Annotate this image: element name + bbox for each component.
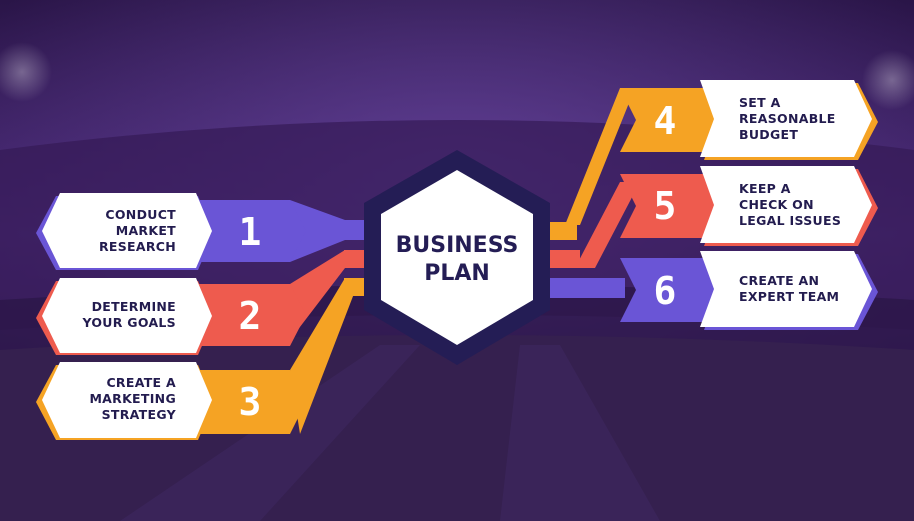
connector-1	[290, 200, 345, 262]
step-4-card	[700, 80, 872, 157]
step-5-label-line: CHECK ON	[739, 197, 814, 212]
step-6-number: 6	[653, 269, 677, 313]
step-3-label-line: MARKETING	[89, 391, 176, 406]
step-1-card	[42, 193, 212, 268]
step-5-number: 5	[653, 184, 677, 228]
step-4-tab	[620, 88, 720, 152]
center-title-line-2: PLAN	[424, 261, 490, 286]
center-title: BUSINESS PLAN	[382, 232, 532, 288]
connector-3	[290, 278, 360, 434]
step-1-label-line: MARKET	[115, 223, 176, 238]
step-4-label-line: REASONABLE	[739, 111, 836, 126]
step-5-tab	[620, 174, 720, 238]
step-1-number: 1	[238, 210, 262, 254]
step-1-label-line: CONDUCT	[105, 207, 176, 222]
step-2-label: DETERMINE YOUR GOALS	[56, 299, 176, 331]
step-6-label-line: EXPERT TEAM	[739, 289, 840, 304]
step-3-number: 3	[238, 380, 262, 424]
step-3-card	[42, 362, 212, 438]
step-2-tab	[195, 284, 306, 346]
step-4-label: SET A REASONABLE BUDGET	[739, 95, 859, 143]
step-4-label-line: BUDGET	[739, 127, 799, 142]
step-3-label: CREATE A MARKETING STRATEGY	[60, 375, 176, 423]
step-5-label-line: KEEP A	[739, 181, 791, 196]
center-hexagon-inner	[381, 170, 533, 345]
step-3-tab	[195, 370, 306, 434]
connector-5	[575, 182, 640, 268]
step-2-label-line: DETERMINE	[91, 299, 176, 314]
step-4-number: 4	[653, 99, 677, 143]
step-6-label: CREATE AN EXPERT TEAM	[739, 273, 859, 305]
step-3-label-line: STRATEGY	[101, 407, 176, 422]
step-6-card	[700, 251, 872, 327]
step-5-card	[700, 166, 872, 243]
connector-4	[565, 88, 635, 225]
step-6-tab	[620, 258, 720, 322]
step-2-number: 2	[238, 294, 262, 338]
step-5-label: KEEP A CHECK ON LEGAL ISSUES	[739, 181, 859, 229]
step-6-label-line: CREATE AN	[739, 273, 820, 288]
center-title-line-1: BUSINESS	[395, 233, 519, 258]
step-2-card	[42, 278, 212, 353]
step-4-label-line: SET A	[739, 95, 781, 110]
step-1-tab	[195, 200, 306, 262]
step-2-label-line: YOUR GOALS	[82, 315, 176, 330]
step-5-label-line: LEGAL ISSUES	[739, 213, 842, 228]
step-1-label-line: RESEARCH	[98, 239, 176, 254]
step-1-label: CONDUCT MARKET RESEARCH	[60, 207, 176, 255]
connector-6-bar	[535, 278, 625, 298]
step-3-label-line: CREATE A	[106, 375, 176, 390]
